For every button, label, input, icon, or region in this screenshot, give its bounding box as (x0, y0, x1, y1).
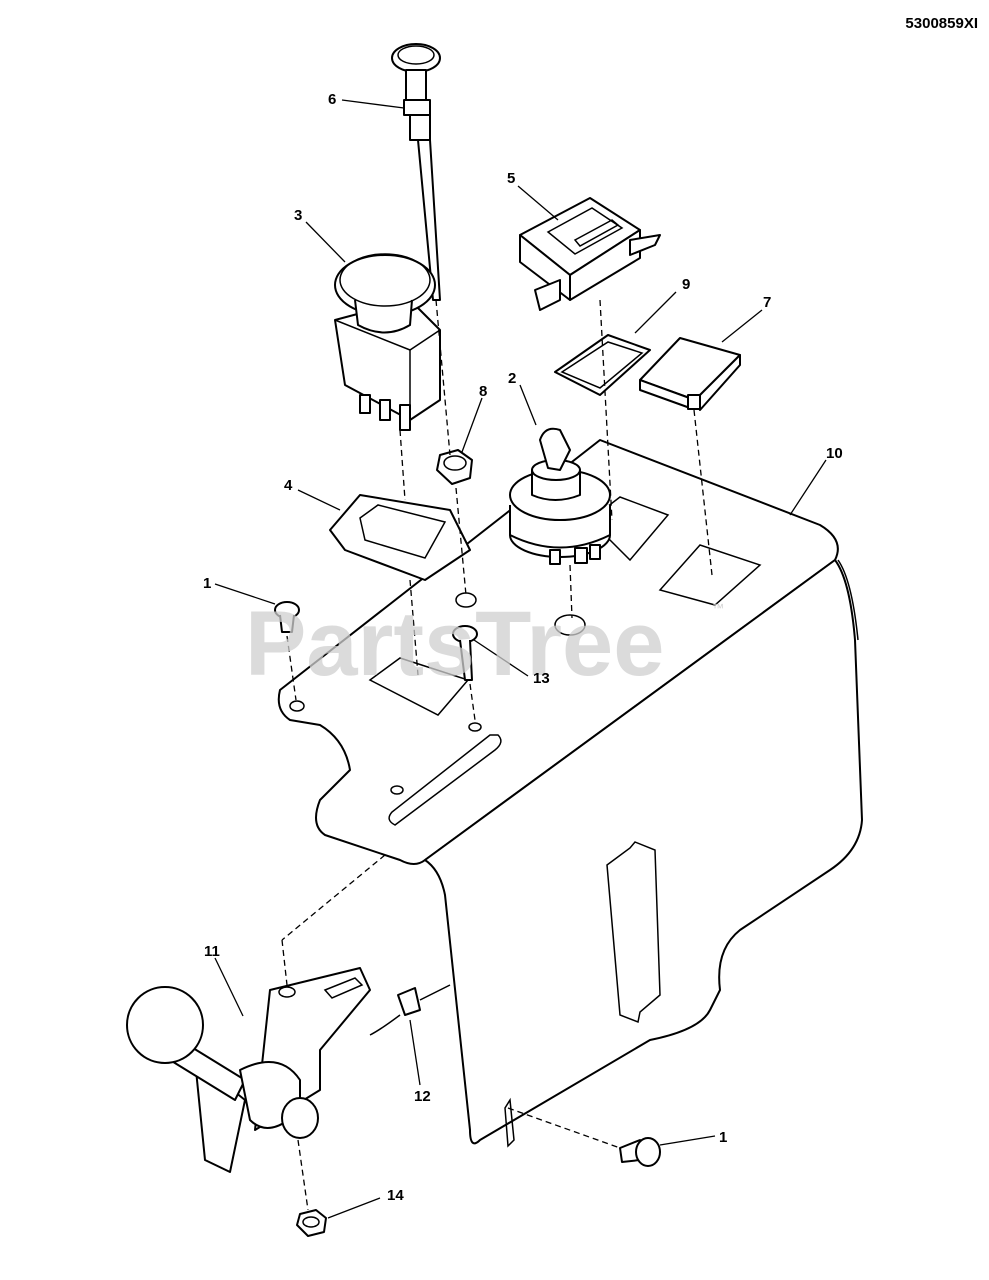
callout-8[interactable]: 8 (479, 383, 487, 400)
watermark: PartsTree (245, 593, 664, 695)
callout-4[interactable]: 4 (284, 477, 293, 494)
screw-part-1-bottom (619, 1137, 661, 1167)
hour-meter-part (519, 197, 661, 311)
callout-3[interactable]: 3 (294, 207, 302, 224)
screw-part-13 (452, 625, 478, 681)
callout-10[interactable]: 10 (826, 445, 843, 462)
plug-cover-part (639, 337, 741, 411)
throttle-control-part (126, 967, 371, 1173)
nut-part (436, 449, 473, 485)
screw-part-1-top (274, 601, 300, 633)
callout-6[interactable]: 6 (328, 91, 336, 108)
control-panel (277, 439, 863, 1148)
callout-12[interactable]: 12 (414, 1088, 431, 1105)
pto-switch-part (334, 253, 441, 431)
callout-13[interactable]: 13 (533, 670, 550, 687)
callout-1-bottom[interactable]: 1 (719, 1129, 727, 1146)
callout-11[interactable]: 11 (204, 943, 220, 960)
bezel-part (329, 494, 471, 581)
lock-nut-part (296, 1209, 327, 1237)
choke-cable-part (391, 43, 441, 301)
callout-9[interactable]: 9 (682, 276, 690, 293)
gasket-part (554, 334, 651, 396)
callout-14[interactable]: 14 (387, 1187, 404, 1204)
alignment-lines (281, 299, 713, 1211)
callout-2[interactable]: 2 (508, 370, 516, 387)
watermark-trademark: ™ (712, 601, 724, 615)
callout-1-top[interactable]: 1 (203, 575, 211, 592)
diagram-reference-number: 5300859XI (905, 15, 978, 32)
callout-5[interactable]: 5 (507, 170, 515, 187)
callout-7[interactable]: 7 (763, 294, 771, 311)
ignition-switch-part (509, 427, 611, 565)
wire-connector-part (369, 984, 451, 1036)
leader-lines (214, 99, 827, 1219)
